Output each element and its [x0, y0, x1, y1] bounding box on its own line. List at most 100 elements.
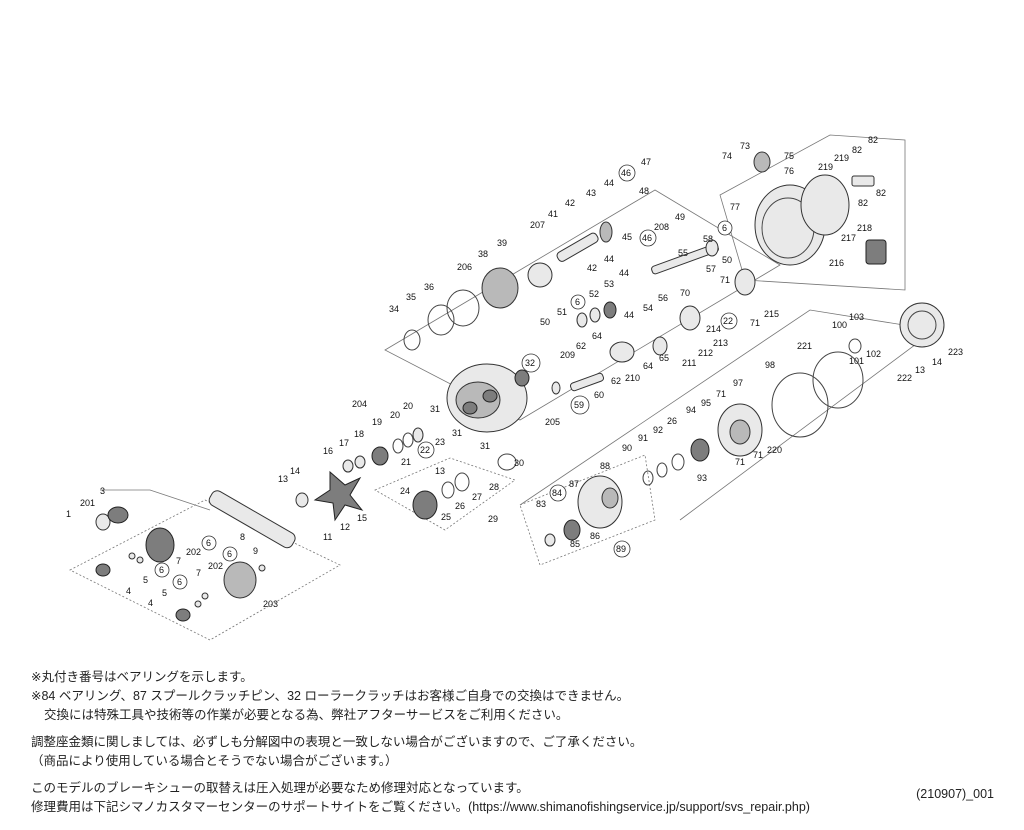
callout-44b: 44	[604, 254, 614, 264]
callout-13a: 13	[278, 474, 288, 484]
callout-36: 36	[424, 282, 434, 292]
callout-21: 21	[401, 457, 411, 467]
callout-4a: 4	[126, 586, 131, 596]
sideplate-parts	[544, 302, 945, 547]
callout-212: 212	[698, 348, 713, 358]
callout-86: 86	[590, 531, 600, 541]
callout-82d: 82	[876, 188, 886, 198]
callout-103: 103	[849, 312, 864, 322]
callout-46b: 46	[642, 233, 652, 243]
callout-97: 97	[733, 378, 743, 388]
callout-207: 207	[530, 220, 545, 230]
callout-26b: 26	[667, 416, 677, 426]
callout-101: 101	[849, 356, 864, 366]
callout-53: 53	[604, 279, 614, 289]
callout-31c: 31	[480, 441, 490, 451]
sideplate-assembly-outline	[519, 309, 936, 521]
callout-20b: 20	[403, 401, 413, 411]
callout-26a: 26	[455, 501, 465, 511]
note-brake-shoe: このモデルのブレーキシューの取替えは圧入処理が必要なため修理対応となっています。	[31, 781, 529, 795]
callout-208: 208	[654, 222, 669, 232]
callout-32: 32	[525, 358, 535, 368]
callout-73: 73	[740, 141, 750, 151]
callout-16: 16	[323, 446, 333, 456]
callout-71b: 71	[750, 318, 760, 328]
callout-48: 48	[639, 186, 649, 196]
handle-parts	[95, 490, 296, 622]
callout-57: 57	[706, 264, 716, 274]
callout-91: 91	[638, 433, 648, 443]
callout-93: 93	[697, 473, 707, 483]
callout-89: 89	[616, 544, 626, 554]
callout-82b: 82	[852, 145, 862, 155]
callout-92: 92	[653, 425, 663, 435]
callout-102: 102	[866, 349, 881, 359]
callout-219a: 219	[834, 153, 849, 163]
callout-213: 213	[713, 338, 728, 348]
notes-block: ※丸付き番号はベアリングを示します。 ※84 ベアリング、87 スプールクラッチ…	[31, 668, 991, 817]
callout-204: 204	[352, 399, 367, 409]
callout-6f: 6	[575, 297, 580, 307]
callout-214: 214	[706, 324, 721, 334]
callout-205: 205	[545, 417, 560, 427]
callout-76: 76	[784, 166, 794, 176]
star-drag-parts	[295, 427, 517, 522]
callout-13b: 13	[435, 466, 445, 476]
callout-223: 223	[948, 347, 963, 357]
callout-75: 75	[784, 151, 794, 161]
callout-6b: 6	[206, 538, 211, 548]
callout-44d: 44	[624, 310, 634, 320]
callout-65: 65	[659, 353, 669, 363]
callout-201: 201	[80, 498, 95, 508]
callout-35: 35	[406, 292, 416, 302]
callout-60: 60	[594, 390, 604, 400]
callout-215: 215	[764, 309, 779, 319]
callout-50a: 50	[722, 255, 732, 265]
note-after-service: 交換には特殊工具や技術等の作業が必要となる為、弊社アフターサービスをご利用くださ…	[44, 708, 569, 722]
callout-8: 8	[240, 532, 245, 542]
callout-202a: 202	[186, 547, 201, 557]
callout-47: 47	[641, 157, 651, 167]
callout-14a: 14	[290, 466, 300, 476]
diagram-code: (210907)_001	[916, 787, 994, 801]
callout-82a: 82	[868, 135, 878, 145]
note-repair-cost-url: 修理費用は下記シマノカスタマーセンターのサポートサイトをご覧ください。(http…	[31, 800, 810, 814]
callout-211: 211	[682, 358, 696, 368]
callout-24: 24	[400, 486, 410, 496]
callout-77: 77	[730, 202, 740, 212]
callout-14b: 14	[932, 357, 942, 367]
callout-74: 74	[722, 151, 732, 161]
callout-7a: 7	[176, 556, 181, 566]
callout-84: 84	[552, 488, 562, 498]
callout-31b: 31	[452, 428, 462, 438]
handle-assembly-outline	[69, 489, 341, 641]
callout-27: 27	[472, 492, 482, 502]
callouts: 1 3 201 4 5 6 7 202 6 8 6 202 6 9 5 7 4 …	[66, 135, 963, 609]
exploded-view-diagram: 1 3 201 4 5 6 7 202 6 8 6 202 6 9 5 7 4 …	[66, 134, 963, 641]
callout-217: 217	[841, 233, 856, 243]
callout-54: 54	[643, 303, 653, 313]
callout-9: 9	[253, 546, 258, 556]
callout-22b: 22	[723, 316, 733, 326]
gearbox-parts	[403, 221, 756, 433]
callout-23: 23	[435, 437, 445, 447]
callout-94: 94	[686, 405, 696, 415]
callout-20a: 20	[390, 410, 400, 420]
callout-98: 98	[765, 360, 775, 370]
callout-15: 15	[357, 513, 367, 523]
callout-71a: 71	[720, 275, 730, 285]
callout-64a: 64	[592, 331, 602, 341]
callout-18: 18	[354, 429, 364, 439]
callout-30: 30	[514, 458, 524, 468]
callout-19: 19	[372, 417, 382, 427]
callout-4b: 4	[148, 598, 153, 608]
note-bearing-legend: ※丸付き番号はベアリングを示します。	[31, 670, 253, 684]
callout-43: 43	[586, 188, 596, 198]
callout-3: 3	[100, 486, 105, 496]
callout-100: 100	[832, 320, 847, 330]
callout-95: 95	[701, 398, 711, 408]
note-washers-usage: （商品により使用している場合とそうでない場合がございます。）	[31, 754, 398, 768]
callout-6e: 6	[722, 223, 727, 233]
callout-5a: 5	[143, 575, 148, 585]
frame-parts	[753, 151, 887, 266]
